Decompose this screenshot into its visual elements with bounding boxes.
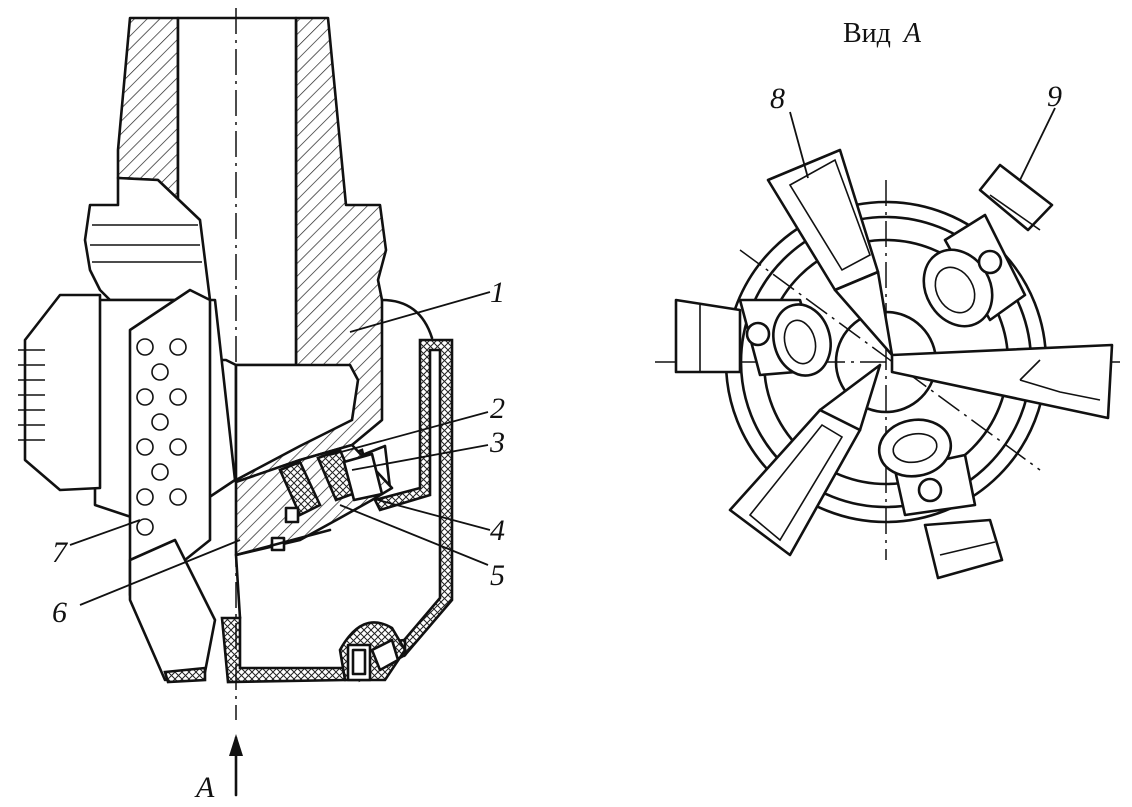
blade-lower-left: [728, 363, 882, 557]
callout-1: 1: [490, 276, 505, 309]
bottom-view: [655, 148, 1120, 580]
callout-6: 6: [52, 596, 67, 629]
nozzle-left: [674, 298, 832, 377]
leader-lines-left: [69, 291, 491, 606]
callout-8: 8: [770, 82, 785, 115]
callout-3: 3: [489, 426, 505, 459]
blade-8: [766, 148, 894, 357]
callout-4: 4: [490, 514, 505, 547]
callout-5: 5: [490, 559, 505, 592]
nozzle-9: [922, 163, 1054, 328]
bottom-plate: [220, 616, 347, 684]
callout-2: 2: [490, 392, 505, 425]
nozzle-lower-right: [877, 418, 1004, 580]
bearing-assembly: [234, 443, 394, 557]
outer-shell: [373, 338, 454, 658]
callout-9: 9: [1047, 80, 1062, 113]
callout-7: 7: [52, 536, 69, 569]
gauge-inserts: [136, 338, 187, 589]
section-arrow-label: A: [194, 771, 215, 804]
section-view: A: [18, 8, 454, 804]
view-title-letter: A: [902, 18, 922, 49]
blade-right: [890, 343, 1114, 420]
lower-cutter: [128, 538, 217, 682]
view-title-prefix: Вид: [843, 18, 891, 49]
bottom-nozzle: [338, 621, 407, 682]
view-title: Вид A: [843, 18, 922, 49]
outer-pad: [23, 293, 102, 492]
